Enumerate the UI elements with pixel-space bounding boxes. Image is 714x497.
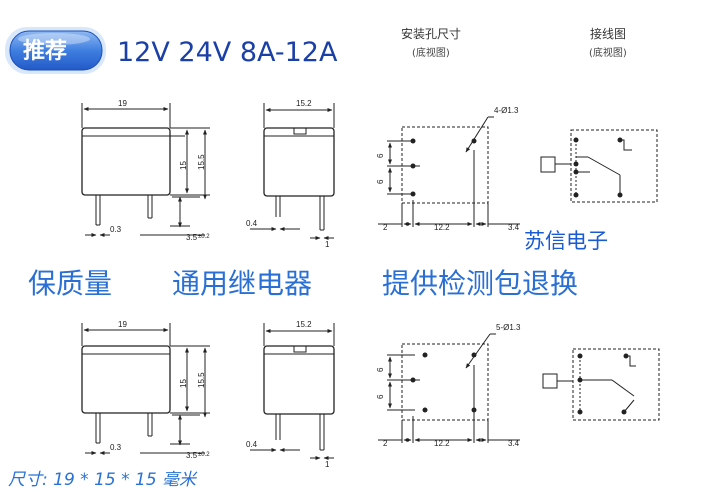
- bottom-front-view: [81, 323, 210, 455]
- bottom-row2-label: 6: [376, 394, 385, 399]
- top-mount-holes: [378, 116, 520, 227]
- wiring-subheader: (底视图): [589, 46, 627, 59]
- bottom-pin-tolerance-label: ±0.2: [198, 452, 210, 458]
- top-height-outer-label: 15.5: [197, 154, 206, 170]
- top-wiring-diagram: [540, 129, 658, 203]
- bottom-col2-label: 12.2: [434, 439, 450, 448]
- bottom-col3-label: 3.4: [508, 439, 520, 448]
- bottom-pin-offset-label: 0.3: [110, 443, 122, 452]
- slogan-test-return: 提供检测包退换: [382, 267, 578, 300]
- top-holes-label: 4-Ø1.3: [494, 106, 519, 115]
- mount-holes-subheader: (底视图): [412, 46, 450, 59]
- bottom-height-inner-label: 15: [179, 379, 188, 388]
- top-pin-tolerance-label: ±0.2: [198, 234, 210, 240]
- top-col1-label: 2: [383, 223, 388, 232]
- bottom-wiring-diagram: [542, 348, 660, 421]
- bottom-holes-label: 5-Ø1.3: [496, 323, 521, 332]
- bottom-side-width-label: 15.2: [296, 320, 312, 329]
- top-front-width-label: 19: [118, 99, 127, 108]
- top-side-width-label: 15.2: [296, 99, 312, 108]
- top-height-inner-label: 15: [179, 161, 188, 170]
- top-col3-label: 3.4: [508, 223, 520, 232]
- bottom-mount-holes: [378, 333, 520, 443]
- top-row2-label: 6: [376, 179, 385, 184]
- bottom-pin-length-label: 3.5: [186, 451, 198, 460]
- top-side-view: [250, 103, 335, 240]
- bottom-height-outer-label: 15.5: [197, 372, 206, 388]
- top-pin-offset-label: 0.3: [110, 225, 122, 234]
- top-side-pin-gap-label: 1: [325, 240, 330, 249]
- mount-holes-header: 安装孔尺寸: [401, 26, 461, 41]
- slogan-quality: 保质量: [28, 267, 112, 300]
- size-note: 尺寸: 19 * 15 * 15 毫米: [8, 470, 198, 490]
- bottom-front-width-label: 19: [118, 320, 127, 329]
- recommend-badge: 推荐: [5, 27, 106, 74]
- bottom-col1-label: 2: [383, 439, 388, 448]
- top-side-pin-width-label: 0.4: [246, 219, 258, 228]
- bottom-row1-label: 6: [376, 367, 385, 372]
- top-front-view: [81, 103, 210, 237]
- page-title: 12V 24V 8A-12A: [117, 37, 338, 68]
- brand-name: 苏信电子: [524, 229, 608, 253]
- wiring-header: 接线图: [590, 26, 626, 41]
- bottom-side-pin-width-label: 0.4: [246, 440, 258, 449]
- slogan-general-relay: 通用继电器: [172, 267, 312, 300]
- top-pin-length-label: 3.5: [186, 233, 198, 242]
- top-col2-label: 12.2: [434, 223, 450, 232]
- bottom-side-pin-gap-label: 1: [325, 460, 330, 469]
- bottom-side-view: [250, 323, 335, 460]
- top-row1-label: 6: [376, 153, 385, 158]
- badge-text: 推荐: [23, 38, 67, 64]
